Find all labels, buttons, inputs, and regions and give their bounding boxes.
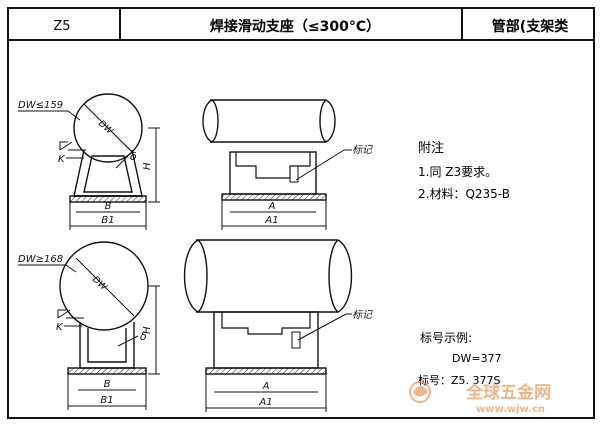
upper-b1-dim-label: B1 [101, 215, 114, 226]
lower-pipe-dia-label: DW [90, 275, 109, 294]
drawing-code: Z5 [53, 19, 70, 34]
lower-mark-label: 标记 [352, 309, 373, 321]
upper-pipe-section [73, 93, 143, 163]
upper-mark-label: 标记 [352, 144, 373, 156]
watermark: 全球五金网 www.wjw.cn [409, 381, 551, 415]
lower-h-dim-label: H [142, 326, 153, 334]
notes-title: 附注 [418, 141, 444, 156]
upper-delta-label: δ [130, 150, 137, 163]
lower-weld-k-label: K [56, 322, 64, 333]
lower-shoe-body [79, 322, 135, 369]
sheet-frame [7, 7, 595, 419]
upper-side-base-plate [221, 193, 327, 201]
lower-a1-dim-label: A1 [258, 397, 272, 408]
upper-weld-k-label: K [58, 154, 66, 165]
lower-end-view: DW≥168 DW K δ H B B1 [18, 241, 160, 410]
lower-b-dim-label: B [104, 379, 111, 390]
upper-end-view: DW≤159 DW K δ H B B1 [18, 93, 160, 230]
lower-delta-label: δ [140, 330, 147, 343]
lower-shoe-block [213, 311, 319, 369]
lower-side-view: 标记 A A1 [183, 239, 373, 412]
lower-side-base-plate [205, 367, 327, 375]
drawing-title: 焊接滑动支座（≤300°C） [210, 18, 380, 35]
example-dw: DW=377 [452, 352, 502, 365]
lower-pipe-body [196, 239, 338, 313]
lower-b1-dim-label: B1 [100, 395, 113, 406]
lower-a-dim-label: A [262, 381, 270, 392]
upper-pipe-dia-label: DW [96, 119, 115, 138]
example-mark: 标号：Z5. 377S [418, 373, 501, 387]
upper-side-view: 标记 A A1 [202, 99, 373, 230]
title-block: Z5 焊接滑动支座（≤300°C） 管部(支架类 [8, 8, 594, 41]
upper-dw-range-label: DW≤159 [18, 100, 63, 111]
watermark-logo-icon [409, 381, 431, 403]
drawing-category: 管部(支架类 [492, 18, 569, 35]
upper-a-dim-label: A [268, 201, 276, 212]
upper-pipe-body [210, 99, 326, 143]
lower-base-plate [67, 367, 147, 375]
notes-block: 附注 1.同 Z3要求。 2.材料：Q235-B [418, 141, 510, 201]
upper-shoe-block [229, 151, 317, 195]
watermark-url-text: www.wjw.cn [476, 404, 545, 415]
watermark-main-text: 全球五金网 [465, 382, 551, 403]
upper-base-plate [69, 195, 147, 203]
notes-line-2: 2.材料：Q235-B [418, 187, 510, 201]
notes-line-1: 1.同 Z3要求。 [418, 165, 497, 179]
example-block: 标号示例: DW=377 标号：Z5. 377S [418, 331, 502, 387]
example-title: 标号示例: [420, 331, 472, 345]
lower-dw-range-label: DW≥168 [18, 254, 63, 265]
upper-a1-dim-label: A1 [264, 215, 278, 226]
upper-b-dim-label: B [105, 201, 112, 212]
upper-h-dim-label: H [142, 162, 153, 170]
